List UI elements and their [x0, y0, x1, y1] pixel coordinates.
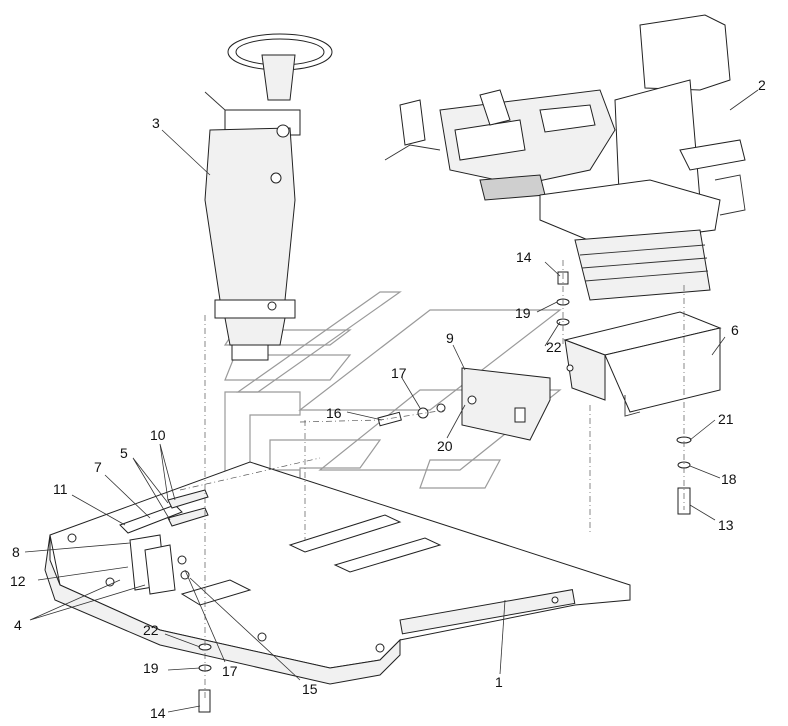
assembly-axes	[179, 260, 685, 700]
callout-21: 21	[718, 411, 734, 427]
callout-5: 5	[120, 445, 128, 461]
callout-9: 9	[446, 330, 454, 346]
steering-column	[204, 33, 333, 361]
callout-15: 15	[302, 681, 318, 697]
seat-base-box	[563, 311, 722, 417]
callout-6: 6	[731, 322, 739, 338]
leader-lines	[24, 89, 759, 713]
callout-19-bottom: 19	[143, 660, 159, 676]
callout-16: 16	[326, 405, 342, 421]
callout-20: 20	[437, 438, 453, 454]
callout-8: 8	[12, 544, 20, 560]
callout-14-bottom: 14	[150, 705, 166, 721]
callout-10: 10	[150, 427, 166, 443]
callout-22-top: 22	[546, 339, 562, 355]
operator-seat	[539, 14, 746, 301]
mounting-bracket	[461, 367, 551, 441]
callout-11: 11	[53, 481, 68, 497]
callout-13: 13	[718, 517, 734, 533]
callout-22-bottom: 22	[143, 622, 159, 638]
callout-14-top: 14	[516, 249, 532, 265]
callout-7: 7	[94, 459, 102, 475]
callout-17-top: 17	[391, 365, 407, 381]
floor-plate	[44, 461, 631, 685]
callout-2: 2	[758, 77, 766, 93]
callout-18: 18	[721, 471, 737, 487]
callout-labels: 1 2 3 4 5 6 7 8 9 10 11 12 13 14 14 15 1…	[10, 77, 766, 721]
control-console	[384, 89, 616, 201]
pedal-assembly	[119, 489, 209, 595]
callout-1: 1	[495, 674, 503, 690]
callout-19-top: 19	[515, 305, 531, 321]
callout-17-bottom: 17	[222, 663, 238, 679]
callout-3: 3	[152, 115, 160, 131]
callout-4: 4	[14, 617, 22, 633]
callout-12: 12	[10, 573, 26, 589]
